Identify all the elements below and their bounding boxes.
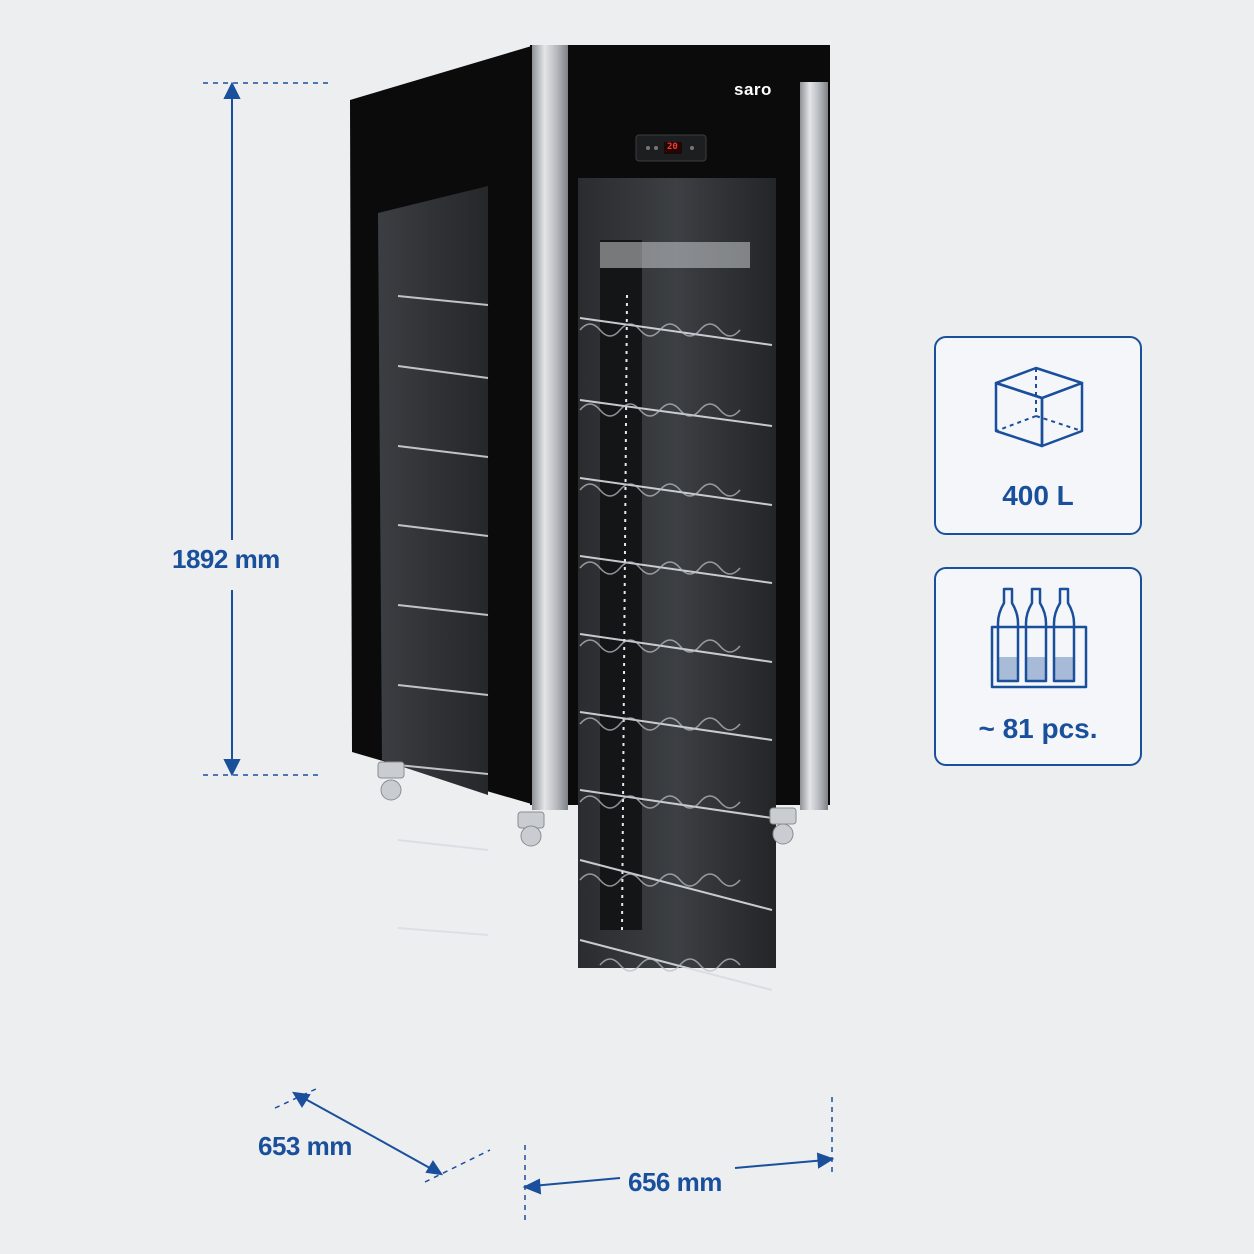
depth-dimension-label: 653 mm — [258, 1131, 352, 1161]
bottle-capacity-value: ~ 81 pcs. — [978, 713, 1098, 744]
brand-logo: saro — [734, 80, 772, 100]
height-dimension-label: 1892 mm — [172, 544, 280, 574]
internal-light-column — [600, 240, 642, 930]
dimension-lines — [203, 81, 835, 1220]
castor-wheels — [377, 761, 797, 847]
width-dimension-label: 656 mm — [628, 1167, 722, 1197]
fan-unit — [600, 242, 750, 268]
temperature-display: 20 — [667, 142, 678, 152]
side-shelves — [397, 295, 489, 936]
left-steel-post — [532, 45, 568, 810]
brand-logo-text: saro — [734, 80, 772, 99]
wavy-bottle-racks — [579, 323, 741, 972]
front-shelves — [579, 317, 773, 991]
cube-icon — [994, 366, 1084, 448]
right-steel-post — [800, 82, 828, 810]
volume-value: 400 L — [1002, 480, 1074, 511]
bottle-capacity-spec-card: ~ 81 pcs. — [934, 567, 1142, 766]
volume-spec-card: 400 L — [934, 336, 1142, 535]
side-glass-window — [378, 186, 488, 795]
wine-bottles-icon — [990, 587, 1088, 689]
